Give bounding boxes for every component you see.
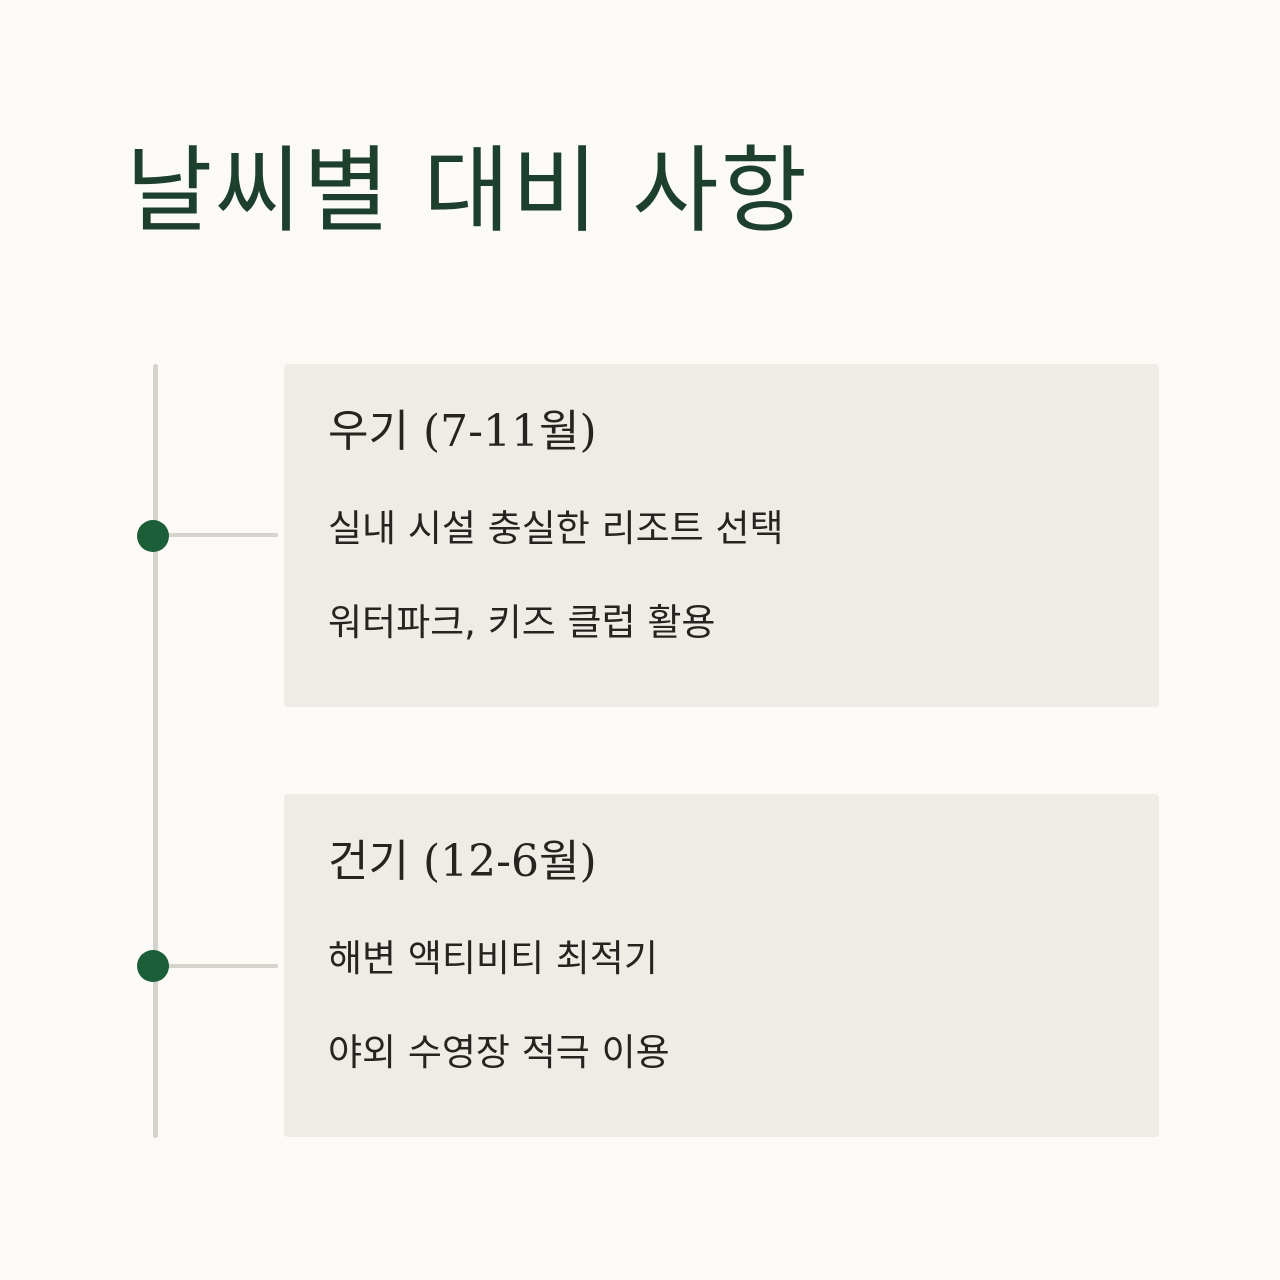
timeline-dot-dry [137, 950, 169, 982]
timeline-line [153, 364, 158, 1138]
season-card-item: 해변 액티비티 최적기 [328, 937, 658, 980]
season-card-item: 실내 시설 충실한 리조트 선택 [328, 507, 784, 550]
page-title: 날씨별 대비 사항 [126, 137, 810, 246]
season-card-title: 우기 (7-11월) [328, 406, 597, 457]
season-card-dry: 건기 (12-6월) 해변 액티비티 최적기 야외 수영장 적극 이용 [284, 794, 1159, 1137]
season-card-rainy: 우기 (7-11월) 실내 시설 충실한 리조트 선택 워터파크, 키즈 클럽 … [284, 364, 1159, 707]
season-card-item: 야외 수영장 적극 이용 [328, 1031, 670, 1074]
timeline-connector-rainy [158, 533, 278, 537]
timeline-dot-rainy [137, 520, 169, 552]
timeline-connector-dry [158, 964, 278, 968]
season-card-item: 워터파크, 키즈 클럽 활용 [328, 601, 716, 644]
season-card-title: 건기 (12-6월) [328, 836, 597, 887]
